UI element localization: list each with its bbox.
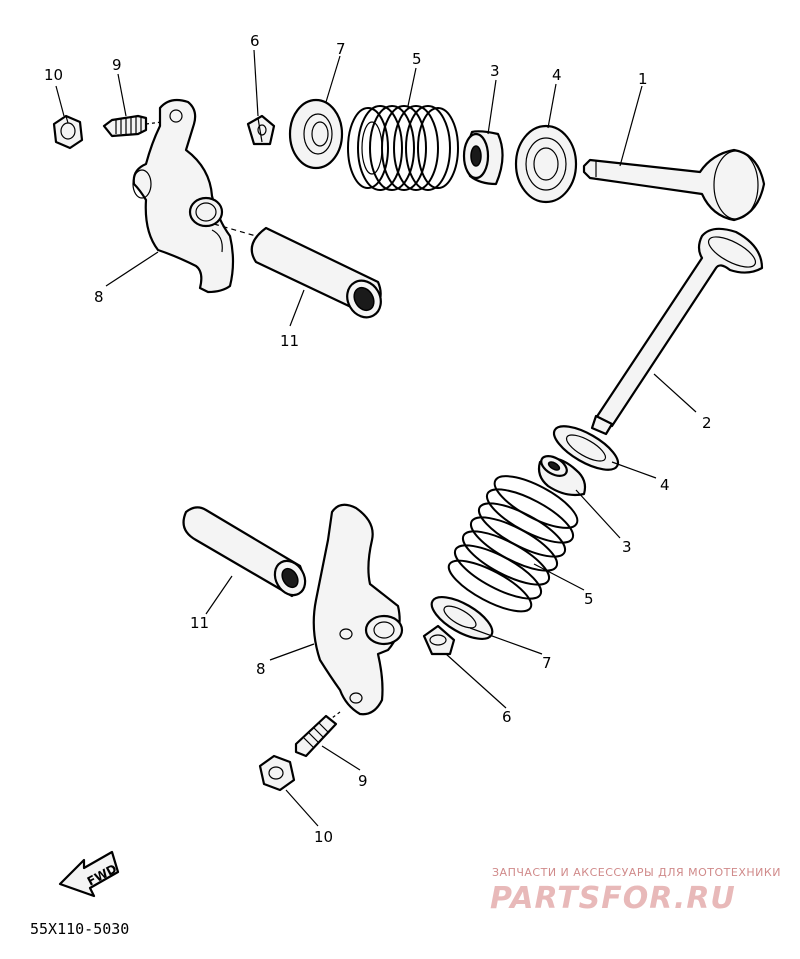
part-7-spring-retainer-right [430,596,494,640]
callout-bottom-11: 11 [190,614,209,632]
watermark-tagline: ЗАПЧАСТИ И АКСЕССУАРЫ ДЛЯ МОТОТЕХНИКИ [492,866,781,879]
callout-top-9: 9 [112,56,122,74]
callout-top-7: 7 [336,40,346,58]
part-5-valve-spring-right [447,475,579,613]
part-1-valve-top [582,148,766,222]
part-4-spring-seat-top [514,124,578,204]
callout-right-4: 4 [660,476,670,494]
fwd-arrow-icon: FWD [58,850,119,898]
callout-right-3: 3 [622,538,632,556]
part-3-stem-seal-top [462,130,504,186]
part-6-valve-cotter-top [246,114,276,146]
part-8-rocker-arm-bottom [312,503,404,716]
callout-top-6: 6 [250,32,260,50]
callout-top-4: 4 [552,66,562,84]
part-10-nut-bottom [258,754,296,792]
callout-bottom-9: 9 [358,772,368,790]
part-5-valve-spring-top [347,105,459,191]
callout-right-6: 6 [502,708,512,726]
part-9-adjust-screw-bottom [294,711,341,758]
callout-right-2: 2 [702,414,712,432]
part-9-adjust-screw-top [102,114,163,138]
watermark: ЗАПЧАСТИ И АКСЕССУАРЫ ДЛЯ МОТОТЕХНИКИ PA… [490,866,781,916]
part-11-rocker-shaft-top [213,223,382,319]
callout-top-8: 8 [94,288,104,306]
part-7-spring-retainer-top [288,98,344,170]
diagram-code: 55X110-5030 [30,920,129,938]
callout-bottom-10: 10 [314,828,333,846]
callout-numbers: 10 9 6 7 5 3 4 1 8 11 2 4 3 5 7 6 11 8 9… [44,32,712,846]
part-4-spring-seat-right [552,425,620,471]
callout-top-5: 5 [412,50,422,68]
callout-bottom-8: 8 [256,660,266,678]
leader-lines [55,49,697,827]
watermark-brand: PARTSFOR.RU [490,881,736,916]
part-10-nut-top [52,114,84,150]
callout-top-3: 3 [490,62,500,80]
part-11-rocker-shaft-bottom [182,506,307,598]
callout-top-1: 1 [638,70,648,88]
callout-right-7: 7 [542,654,552,672]
part-2-valve-diagonal [590,227,764,436]
callout-top-10: 10 [44,66,63,84]
callout-top-11: 11 [280,332,299,350]
part-6-valve-cotter-right [422,624,456,656]
part-3-stem-seal-right [537,455,587,497]
callout-right-5: 5 [584,590,594,608]
part-8-rocker-arm-top [132,98,235,294]
